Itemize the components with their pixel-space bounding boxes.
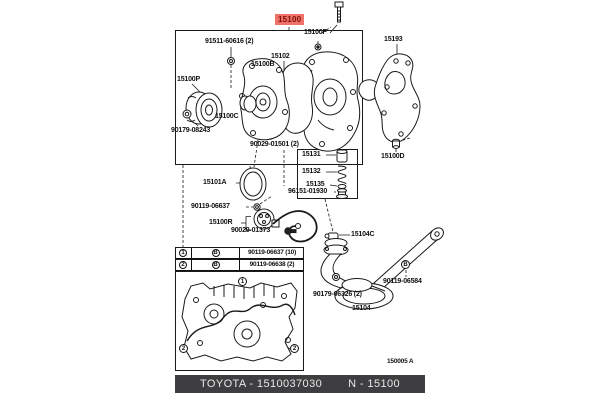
callout-15132[interactable]: 15132 [302, 168, 321, 175]
row-part-number: 90119-06637 (10) [247, 249, 297, 256]
row-number-badge: 2 [179, 260, 187, 269]
pump-body-art [239, 58, 290, 141]
footer-bar: TOYOTA - 1510037030 N - 15100 [175, 375, 425, 393]
footer-part-id: TOYOTA - 1510037030 [199, 378, 323, 390]
table-row: 1 B 90119-06637 (10) [175, 247, 304, 259]
callout-15104C[interactable]: 15104C [351, 231, 375, 238]
callout-15100F[interactable]: 15100F [304, 29, 327, 36]
row-part-number: 90119-06638 (2) [249, 261, 295, 268]
figure-code: 150005 A [387, 358, 414, 365]
callout-90029-01373[interactable]: 90029-01373 [231, 227, 271, 234]
row-number-badge: 1 [179, 248, 187, 257]
callout-15100R[interactable]: 15100R [209, 219, 233, 226]
pump-pulley-art [182, 91, 223, 128]
sender-unit-art [253, 208, 318, 243]
highlighted-part-callout[interactable]: 15100 [275, 14, 305, 25]
table-row: 2 B 90119-06638 (2) [175, 259, 304, 271]
fastener-table: 1 B 90119-06637 (10) 2 B 90119-06638 (2) [175, 247, 304, 271]
callout-96151-01930[interactable]: 96151-01930 [288, 188, 328, 195]
gasket-15193-art [358, 53, 421, 149]
marker-circle-2-left: 2 [179, 344, 188, 353]
marker-circle-2-right: 2 [290, 344, 299, 353]
callout-15101A[interactable]: 15101A [203, 179, 227, 186]
union-bolt-art [253, 203, 261, 211]
marker-circle-B: B [401, 260, 410, 269]
callout-15193[interactable]: 15193 [384, 36, 403, 43]
bushing-art [239, 95, 257, 113]
callout-15131[interactable]: 15131 [302, 151, 321, 158]
callout-90119-06584[interactable]: 90119-06584 [383, 278, 422, 285]
callout-90179-08243[interactable]: 90179-08243 [171, 127, 211, 134]
callout-15135[interactable]: 15135 [306, 181, 325, 188]
front-view-art [181, 282, 298, 362]
callout-15100P[interactable]: 15100P [177, 76, 200, 83]
callout-15102[interactable]: 15102 [271, 53, 290, 60]
row-letter-badge: B [211, 260, 220, 269]
callout-15100C[interactable]: 15100C [215, 113, 239, 120]
relief-valve-art [336, 149, 348, 199]
callout-90179-06326[interactable]: 90179-06326 (2) [313, 291, 362, 298]
callout-15104[interactable]: 15104 [352, 305, 371, 312]
callout-15100D[interactable]: 15100D [381, 153, 405, 160]
sender-bolt-art [284, 227, 297, 235]
callout-91511-60616[interactable]: 91511-60616 (2) [205, 38, 254, 45]
marker-circle-1: 1 [238, 277, 247, 286]
row-letter-badge: B [211, 248, 220, 257]
footer-catalog-ref: N - 15100 [348, 378, 401, 390]
bolt-15100F-art [314, 1, 344, 51]
callout-90029-01501[interactable]: 90029-01501 (2) [250, 141, 299, 148]
callout-15100B[interactable]: 15100B [251, 61, 275, 68]
callout-90119-06637[interactable]: 90119-06637 [191, 203, 230, 210]
